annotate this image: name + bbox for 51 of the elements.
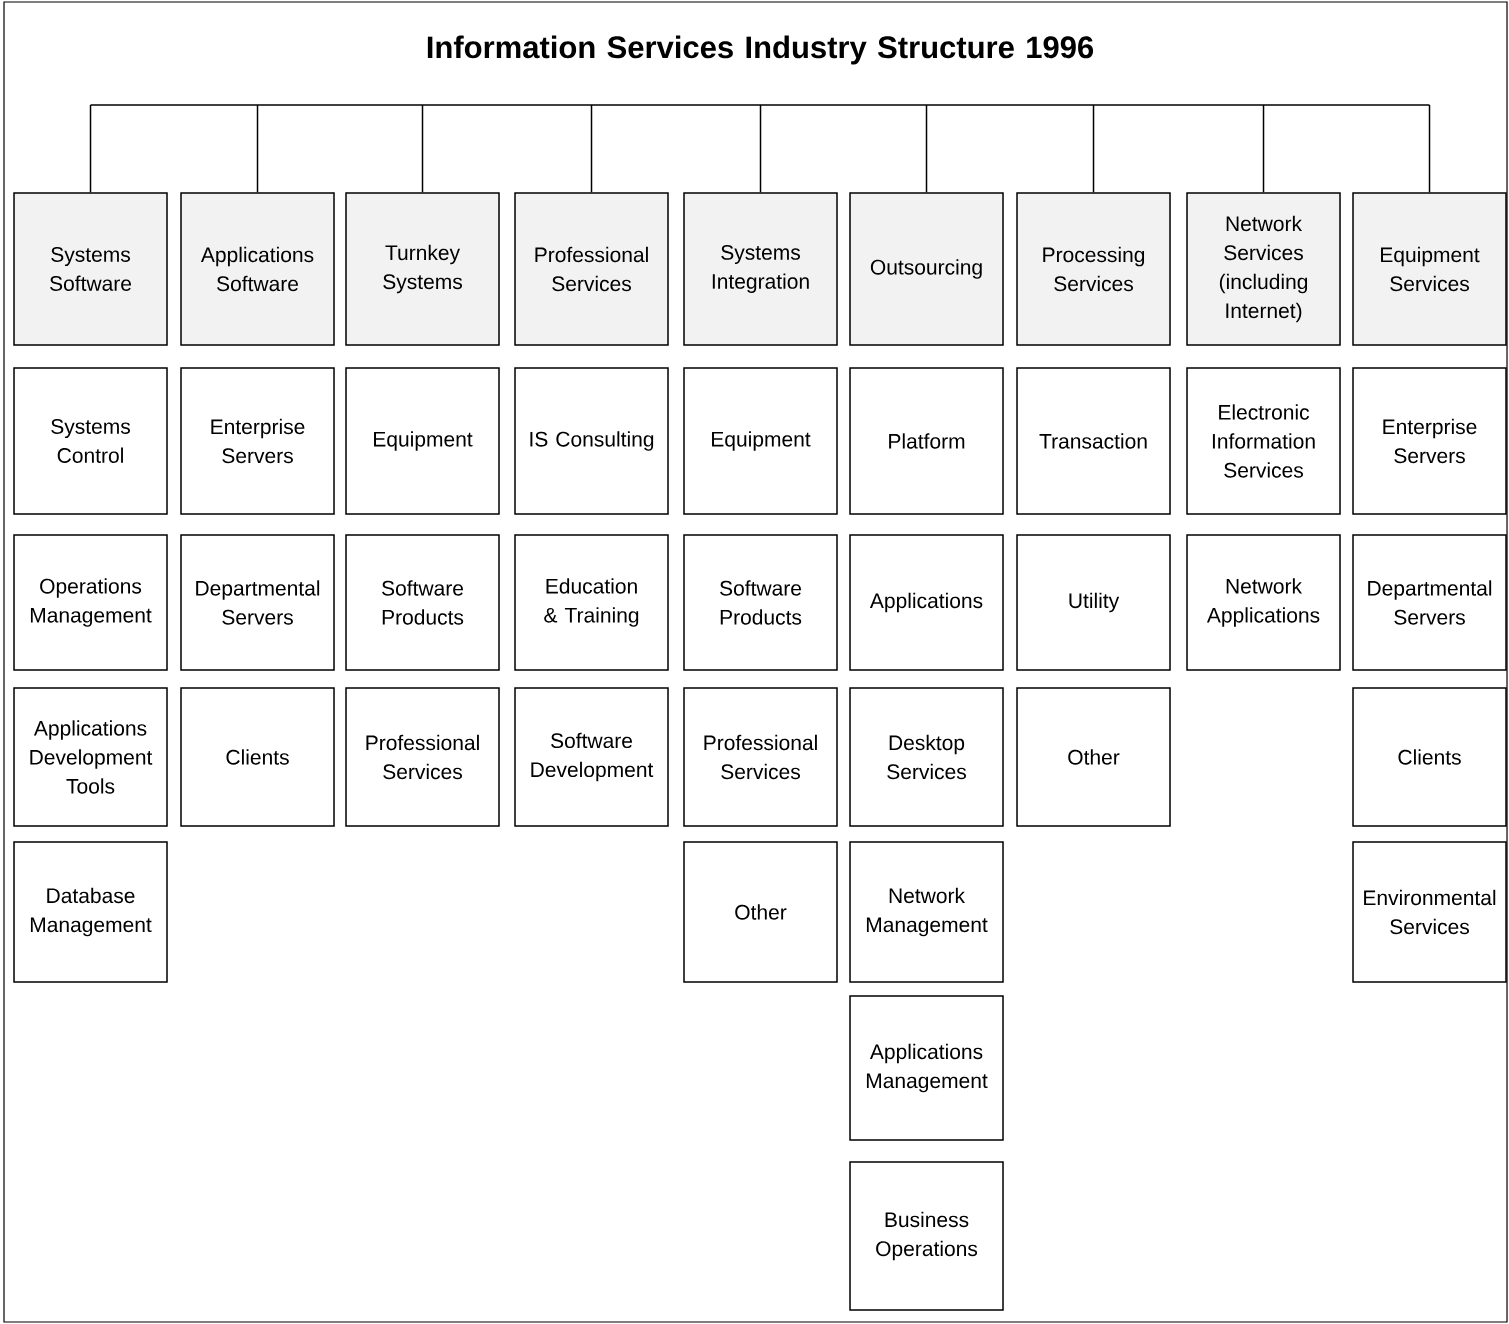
segment-box: Enterprise Servers <box>180 367 335 515</box>
segment-box: Desktop Services <box>849 687 1004 827</box>
segment-box: Electronic Information Services <box>1186 367 1341 515</box>
segment-box: Clients <box>1352 687 1507 827</box>
connector-line <box>89 104 92 193</box>
category-box: Applications Software <box>180 192 335 346</box>
category-box: Turnkey Systems <box>345 192 500 346</box>
segment-box: Network Management <box>849 841 1004 983</box>
segment-box: Departmental Servers <box>180 534 335 671</box>
segment-box: Transaction <box>1016 367 1171 515</box>
segment-box: Professional Services <box>345 687 500 827</box>
segment-box: Other <box>1016 687 1171 827</box>
segment-box: Departmental Servers <box>1352 534 1507 671</box>
segment-box: Environmental Services <box>1352 841 1507 983</box>
segment-box: Equipment <box>683 367 838 515</box>
category-box: Processing Services <box>1016 192 1171 346</box>
segment-box: Professional Services <box>683 687 838 827</box>
connector-line <box>1262 104 1265 193</box>
connector-line <box>421 104 424 193</box>
category-box: Outsourcing <box>849 192 1004 346</box>
segment-box: Other <box>683 841 838 983</box>
connector-line <box>590 104 593 193</box>
segment-box: Platform <box>849 367 1004 515</box>
segment-box: Database Management <box>13 841 168 983</box>
segment-box: Education & Training <box>514 534 669 671</box>
segment-box: Utility <box>1016 534 1171 671</box>
segment-box: Business Operations <box>849 1161 1004 1311</box>
segment-box: IS Consulting <box>514 367 669 515</box>
connector-line <box>256 104 259 193</box>
category-box: Systems Software <box>13 192 168 346</box>
segment-box: Systems Control <box>13 367 168 515</box>
segment-box: Software Products <box>683 534 838 671</box>
connector-line <box>1428 104 1431 193</box>
connector-line <box>1092 104 1095 193</box>
segment-box: Enterprise Servers <box>1352 367 1507 515</box>
segment-box: Software Products <box>345 534 500 671</box>
segment-box: Equipment <box>345 367 500 515</box>
segment-box: Applications Development Tools <box>13 687 168 827</box>
category-box: Professional Services <box>514 192 669 346</box>
segment-box: Software Development <box>514 687 669 827</box>
segment-box: Network Applications <box>1186 534 1341 671</box>
segment-box: Applications <box>849 534 1004 671</box>
connector-line <box>925 104 928 193</box>
title: Information Services Industry Structure 1996 <box>427 35 1094 65</box>
category-box: Equipment Services <box>1352 192 1507 346</box>
category-box: Systems Integration <box>683 192 838 346</box>
category-box: Network Services (including Internet) <box>1186 192 1341 346</box>
segment-box: Operations Management <box>13 534 168 671</box>
segment-box: Clients <box>180 687 335 827</box>
connector-line <box>759 104 762 193</box>
segment-box: Applications Management <box>849 995 1004 1141</box>
